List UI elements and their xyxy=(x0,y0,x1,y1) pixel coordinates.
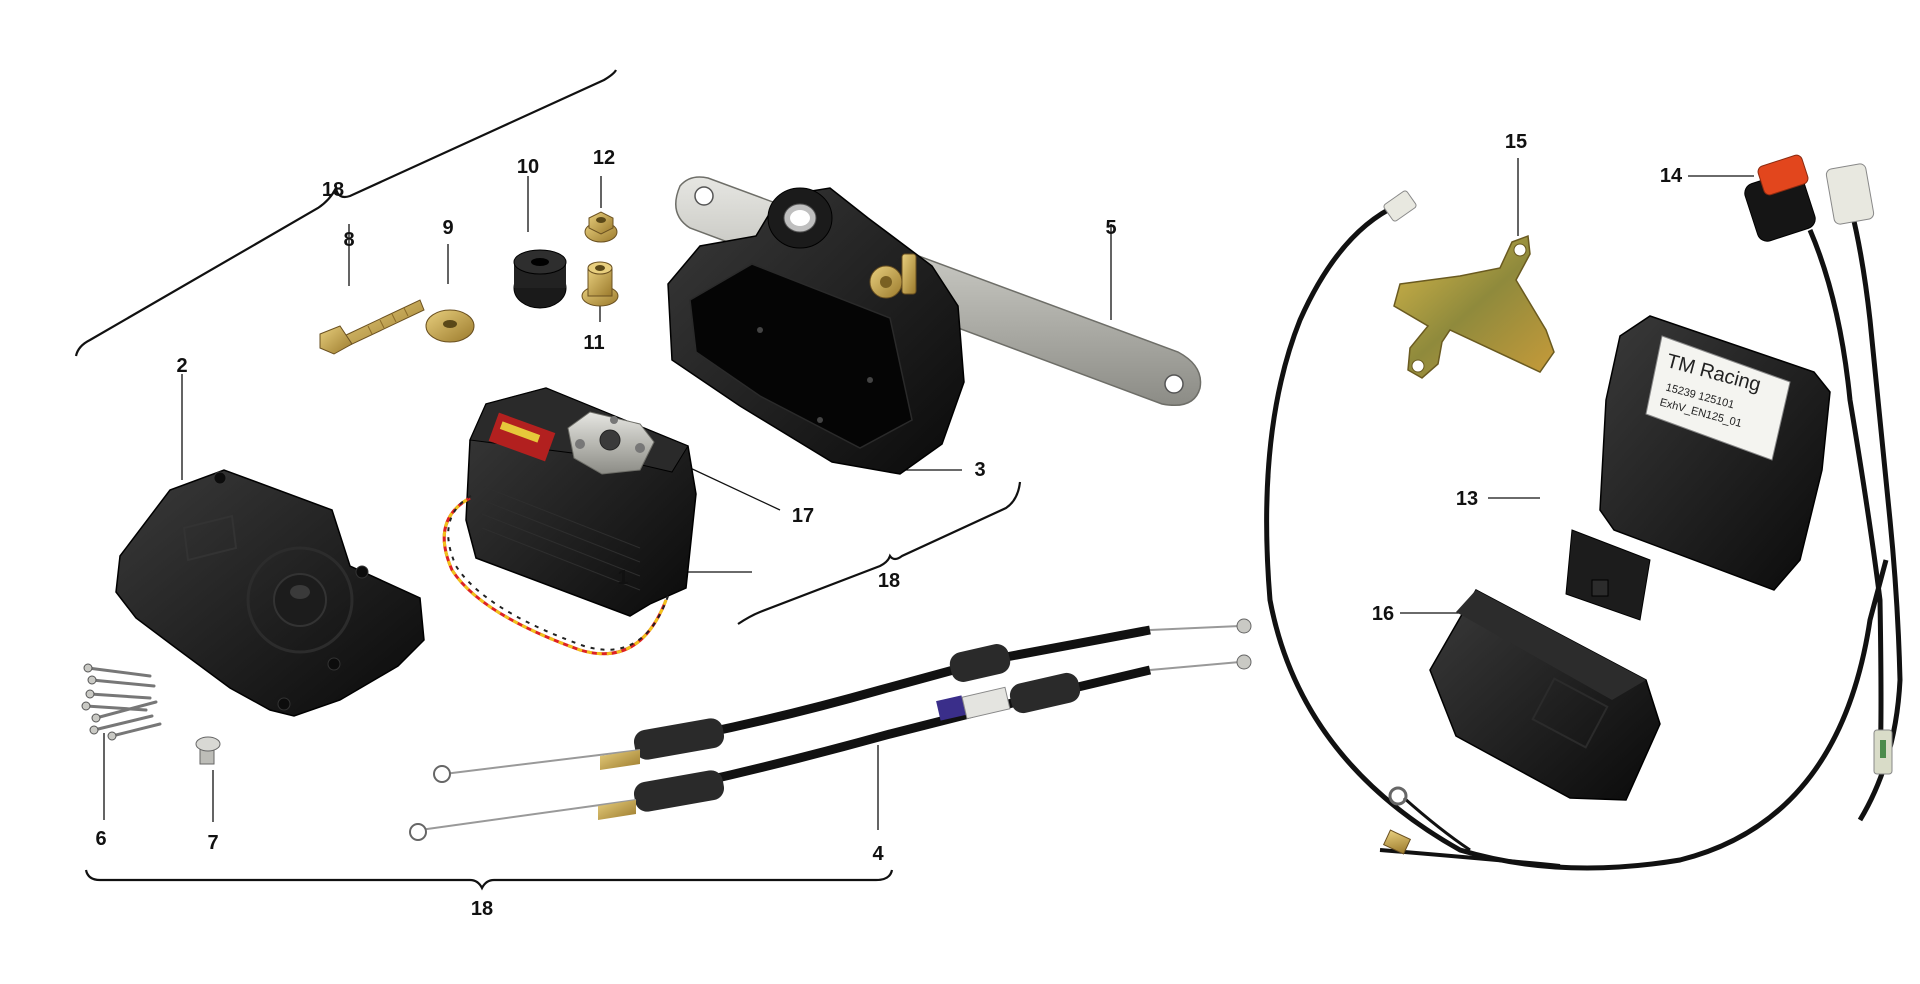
flange-nut xyxy=(584,211,618,243)
callout-1: 1 xyxy=(617,567,629,589)
callout-12: 12 xyxy=(592,147,616,169)
connector-main xyxy=(1744,154,1875,242)
callout-10: 10 xyxy=(516,156,540,178)
callout-15: 15 xyxy=(1504,131,1528,153)
screw-heads xyxy=(81,663,117,741)
callout-6: 6 xyxy=(95,828,107,850)
kit-bracket-top xyxy=(74,69,617,357)
wiring-harness xyxy=(1264,169,1903,871)
callout-18-right: 18 xyxy=(877,570,901,592)
ring-terminal xyxy=(1382,786,1412,855)
connector-lower xyxy=(1873,729,1893,775)
servo-cover xyxy=(115,469,425,717)
callout-18-bottom: 18 xyxy=(470,898,494,920)
callout-8: 8 xyxy=(343,229,355,251)
callout-4: 4 xyxy=(872,843,884,865)
callout-17: 17 xyxy=(791,505,815,527)
kit-bracket-bottom xyxy=(84,869,894,891)
throttle-cables xyxy=(409,618,1252,841)
valve-housing xyxy=(667,187,965,475)
leader-lines xyxy=(103,158,1754,830)
kit-bracket-right xyxy=(737,481,1022,625)
ecu-unit xyxy=(1565,315,1831,621)
callout-14: 14 xyxy=(1659,165,1683,187)
servo-motor xyxy=(442,387,697,656)
bolt xyxy=(319,299,425,355)
callout-9: 9 xyxy=(442,217,454,239)
rubber-cover xyxy=(1429,588,1661,801)
callout-2: 2 xyxy=(176,355,188,377)
bushing xyxy=(581,261,619,307)
rubber-grommet xyxy=(513,249,567,309)
screws xyxy=(84,666,162,738)
callout-5: 5 xyxy=(1105,217,1117,239)
washer xyxy=(425,309,475,343)
callout-3: 3 xyxy=(974,459,986,481)
callout-16: 16 xyxy=(1371,603,1395,625)
callout-13: 13 xyxy=(1455,488,1479,510)
callout-7: 7 xyxy=(207,832,219,854)
connector-white-left xyxy=(1383,190,1417,222)
callout-11: 11 xyxy=(583,332,605,354)
mounting-bracket xyxy=(1393,234,1555,379)
small-screw xyxy=(195,736,221,765)
callout-18-top: 18 xyxy=(321,179,345,201)
